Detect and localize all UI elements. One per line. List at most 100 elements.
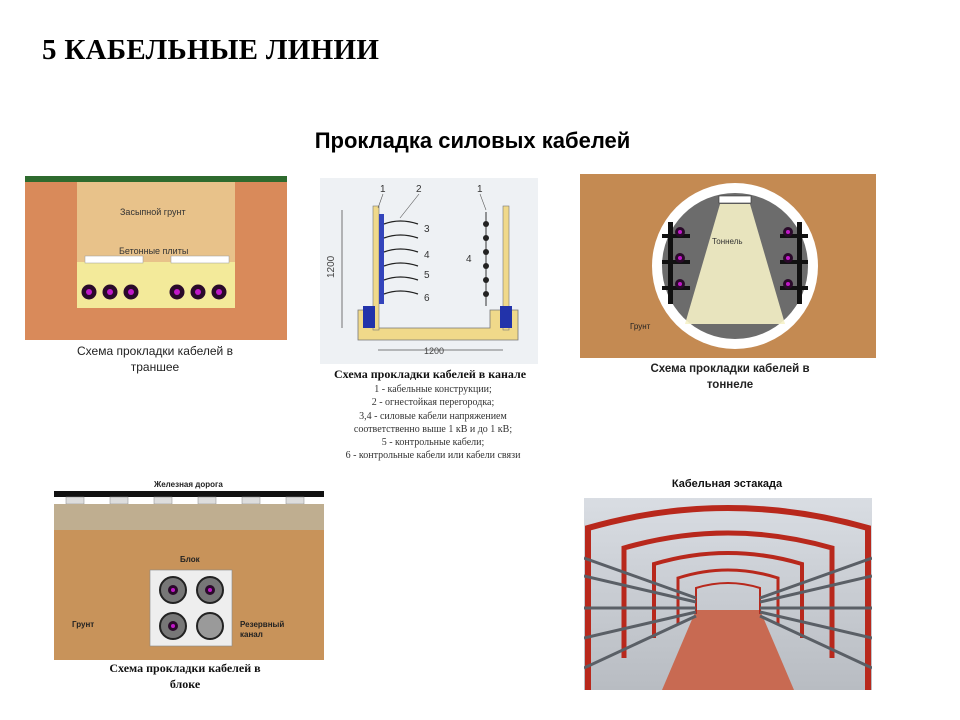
cable — [584, 614, 697, 670]
callout-5: 5 — [424, 270, 430, 281]
cable — [759, 574, 872, 604]
legend-item: 2 - огнестойкая перегородка; — [371, 397, 495, 409]
cable-core — [786, 282, 790, 286]
block-caption-line1: Схема прокладки кабелей в — [109, 661, 261, 675]
block-rail — [54, 491, 324, 497]
legend-item: 1 - кабельные конструкции; — [374, 384, 492, 395]
cable — [584, 574, 697, 604]
cable — [483, 221, 489, 227]
cable-core — [678, 282, 682, 286]
tunnel-caption: Схема прокладки кабелей в тоннеле — [610, 362, 850, 393]
trench-diagram: Засыпной грунт Бетонные плиты — [25, 176, 287, 340]
frame — [585, 505, 871, 690]
cable-core — [171, 624, 175, 628]
shelf — [383, 234, 419, 239]
cable-core — [174, 289, 180, 295]
channel-caption: Схема прокладки кабелей в канале — [333, 367, 527, 381]
tunnel-light-beam — [685, 204, 785, 324]
trench-plate-left — [84, 255, 144, 264]
block-reserve-label-2: канал — [240, 630, 263, 639]
estakada-walkway — [662, 610, 794, 690]
cable-core — [107, 289, 113, 295]
channel-left-shelves — [379, 214, 419, 304]
cable — [584, 556, 697, 600]
block-ballast — [54, 504, 324, 530]
cable-core — [786, 230, 790, 234]
legend-item: 6 - контрольные кабели или кабели связи — [345, 450, 521, 462]
rack-shelf — [780, 234, 808, 238]
trench-caption-line2: траншее — [130, 360, 180, 375]
estakada-photo — [584, 498, 872, 690]
trench-grass — [25, 176, 287, 182]
trench-label-backfill: Засыпной грунт — [120, 207, 186, 217]
cable — [759, 556, 872, 600]
cable-core — [86, 289, 92, 295]
rack-shelf — [780, 260, 808, 264]
legend-item: 5 - контрольные кабели; — [381, 437, 485, 449]
leader-line — [399, 193, 420, 219]
callout-2: 2 — [416, 184, 422, 195]
estakada-frames — [585, 505, 871, 690]
sleeper — [241, 496, 261, 505]
tunnel-label: Тоннель — [712, 237, 743, 246]
leader-line — [479, 193, 487, 211]
block-label: Блок — [180, 555, 201, 564]
callout-3: 3 — [424, 224, 430, 235]
frame — [652, 551, 804, 638]
rack-shelf — [662, 234, 690, 238]
tunnel-diagram: Тоннель Грунт — [580, 174, 876, 358]
block-channel-reserve — [196, 612, 224, 640]
trench-plate-right — [170, 255, 230, 264]
cable-core — [128, 289, 134, 295]
trench-label-plates: Бетонные плиты — [119, 246, 188, 256]
cable-core — [786, 256, 790, 260]
sleeper — [65, 496, 85, 505]
cable — [483, 235, 489, 241]
sleeper — [109, 496, 129, 505]
channel-wall-right — [502, 205, 510, 331]
cable-core — [208, 588, 212, 592]
frame — [695, 582, 761, 614]
tunnel-caption-line1: Схема прокладки кабелей в — [650, 363, 810, 375]
callout-4b: 4 — [466, 254, 472, 265]
legend-item: соответственно выше 1 кВ и до 1 кВ; — [353, 423, 513, 435]
block-railway-label: Железная дорога — [153, 480, 223, 489]
callout-4: 4 — [424, 250, 430, 261]
callout-1b: 1 — [477, 184, 483, 195]
cable-core — [678, 256, 682, 260]
block-ground-label: Грунт — [72, 620, 94, 629]
leader-line — [377, 193, 384, 209]
dim-height: 1200 — [326, 255, 337, 278]
cable-core — [678, 230, 682, 234]
rack-shelf — [780, 286, 808, 290]
cable-core — [171, 588, 175, 592]
block-sleepers — [65, 496, 305, 505]
trench-cables — [81, 284, 227, 300]
rack-shelf — [662, 286, 690, 290]
cable — [483, 249, 489, 255]
shelf-post — [379, 214, 384, 304]
block-reserve-label-1: Резервный — [240, 620, 284, 629]
tunnel-left-rack — [662, 222, 690, 304]
channel-diagram: 1200 1 2 1 3 4 4 5 6 1200 — [320, 178, 538, 364]
tunnel-caption-line2: тоннеле — [706, 378, 754, 391]
slide-title: 5 КАБЕЛЬНЫЕ ЛИНИИ — [42, 34, 380, 66]
cable — [483, 291, 489, 297]
block-caption-line2: блоке — [169, 676, 201, 691]
estakada-label: Кабельная эстакада — [671, 478, 783, 490]
cable — [483, 277, 489, 283]
trench-caption-line1: Схема прокладки кабелей в — [77, 344, 233, 358]
cable — [759, 614, 872, 670]
cable — [584, 610, 697, 640]
frame — [676, 568, 780, 624]
block-caption: Схема прокладки кабелей в блоке — [70, 661, 300, 692]
sleeper — [285, 496, 305, 505]
trench-backfill — [77, 182, 235, 262]
dim-width: 1200 — [424, 346, 444, 356]
trench-concrete-bed — [77, 262, 235, 308]
callout-6: 6 — [424, 293, 430, 304]
block-diagram: Железная дорога Блок Грунт Резервный кан… — [54, 476, 324, 660]
channel-support-right — [500, 306, 512, 328]
cable — [759, 610, 872, 640]
estakada-cables-right — [759, 556, 872, 670]
